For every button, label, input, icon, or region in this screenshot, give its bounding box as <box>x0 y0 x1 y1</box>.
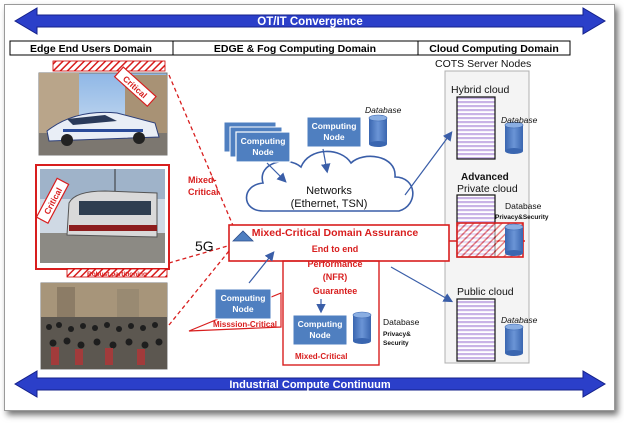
domain-edge-fog-label: EDGE & Fog Computing Domain <box>214 43 376 55</box>
database-top: Database <box>365 105 402 147</box>
tram-photo: Critical Robust partitioning <box>35 164 170 278</box>
crowd-photo <box>40 282 168 370</box>
bottom-banner: Industrial Compute Continuum <box>14 370 606 398</box>
database-mixed-label: Database <box>383 317 420 327</box>
mixed-critical-side-line2: Critical <box>188 187 219 197</box>
mixed-critical-links <box>168 74 238 326</box>
perf-label-3: (NFR) <box>323 272 348 282</box>
architecture-diagram: OT/IT Convergence Edge End Users Domain … <box>9 7 606 398</box>
privacy-label-1: Privacy& <box>383 331 411 338</box>
node-mixed-label-1: Computing <box>298 319 343 329</box>
node-stack-label-1: Computing <box>241 136 286 146</box>
robust-partitioning-label: Robust partitioning <box>87 271 147 278</box>
computing-node-stack: Computing Node <box>223 121 291 163</box>
diagram-frame: OT/IT Convergence Edge End Users Domain … <box>4 4 615 411</box>
network-protocols-label: (Ethernet, TSN) <box>291 198 368 210</box>
public-cloud-label: Public cloud <box>457 286 514 298</box>
private-privacy-label: Privacy&Security <box>495 214 549 221</box>
node-top-label-2: Node <box>323 132 345 142</box>
perf-label-1: End to end <box>312 244 359 254</box>
perf-label-4: Guarantee <box>313 286 358 296</box>
hybrid-cloud-label: Hybrid cloud <box>451 84 510 96</box>
mixed-critical-side-line1: Mixed- <box>188 175 217 185</box>
node-top-label-1: Computing <box>312 121 357 131</box>
node-mixed-label-2: Node <box>309 330 331 340</box>
private-cloud-server: Advanced Private cloud Database Privacy&… <box>456 172 549 258</box>
assurance-title: Mixed-Critical Domain Assurance <box>252 227 419 239</box>
computing-node-top: Computing Node <box>306 116 362 148</box>
domain-edge-users-label: Edge End Users Domain <box>30 43 152 55</box>
database-top-label: Database <box>365 105 402 115</box>
private-cloud-label: Private cloud <box>457 183 518 195</box>
privacy-label-2: Security <box>383 340 409 347</box>
five-g-label: 5G <box>195 238 214 254</box>
public-cloud-server: Public cloud Database <box>456 286 538 362</box>
database-private-label: Database <box>505 201 542 211</box>
database-public-label: Database <box>501 315 538 325</box>
network-label: Networks <box>306 185 352 197</box>
advanced-label: Advanced <box>461 172 509 183</box>
top-banner-label: OT/IT Convergence <box>257 16 362 28</box>
mixed-critical-group: Computing Node Mixed-Critical <box>282 260 380 366</box>
node-stack-label-2: Node <box>252 147 274 157</box>
police-car-photo: Critical <box>38 60 168 156</box>
domain-header-bar: Edge End Users Domain EDGE & Fog Computi… <box>9 40 571 56</box>
node-mission-label-1: Computing <box>221 293 266 303</box>
mixed-critical-label: Mixed-Critical <box>295 352 347 361</box>
domain-cloud <box>417 40 571 56</box>
mission-critical-label: Misssion-Critical <box>213 320 277 329</box>
antenna-icon <box>232 230 254 242</box>
domain-cloud-label: Cloud Computing Domain <box>429 43 558 55</box>
cots-label: COTS Server Nodes <box>435 58 531 70</box>
mission-critical-group: Computing Node Misssion-Critical <box>188 288 282 332</box>
hybrid-cloud-server: Hybrid cloud Database <box>451 84 538 160</box>
top-banner: OT/IT Convergence <box>14 7 606 35</box>
bottom-banner-label: Industrial Compute Continuum <box>229 379 391 391</box>
critical-hatch-bar <box>52 60 166 72</box>
database-hybrid-label: Database <box>501 115 538 125</box>
node-mission-label-2: Node <box>232 304 254 314</box>
network-cloud: Networks (Ethernet, TSN) <box>245 150 414 212</box>
perf-label-2: Performance <box>307 259 362 269</box>
